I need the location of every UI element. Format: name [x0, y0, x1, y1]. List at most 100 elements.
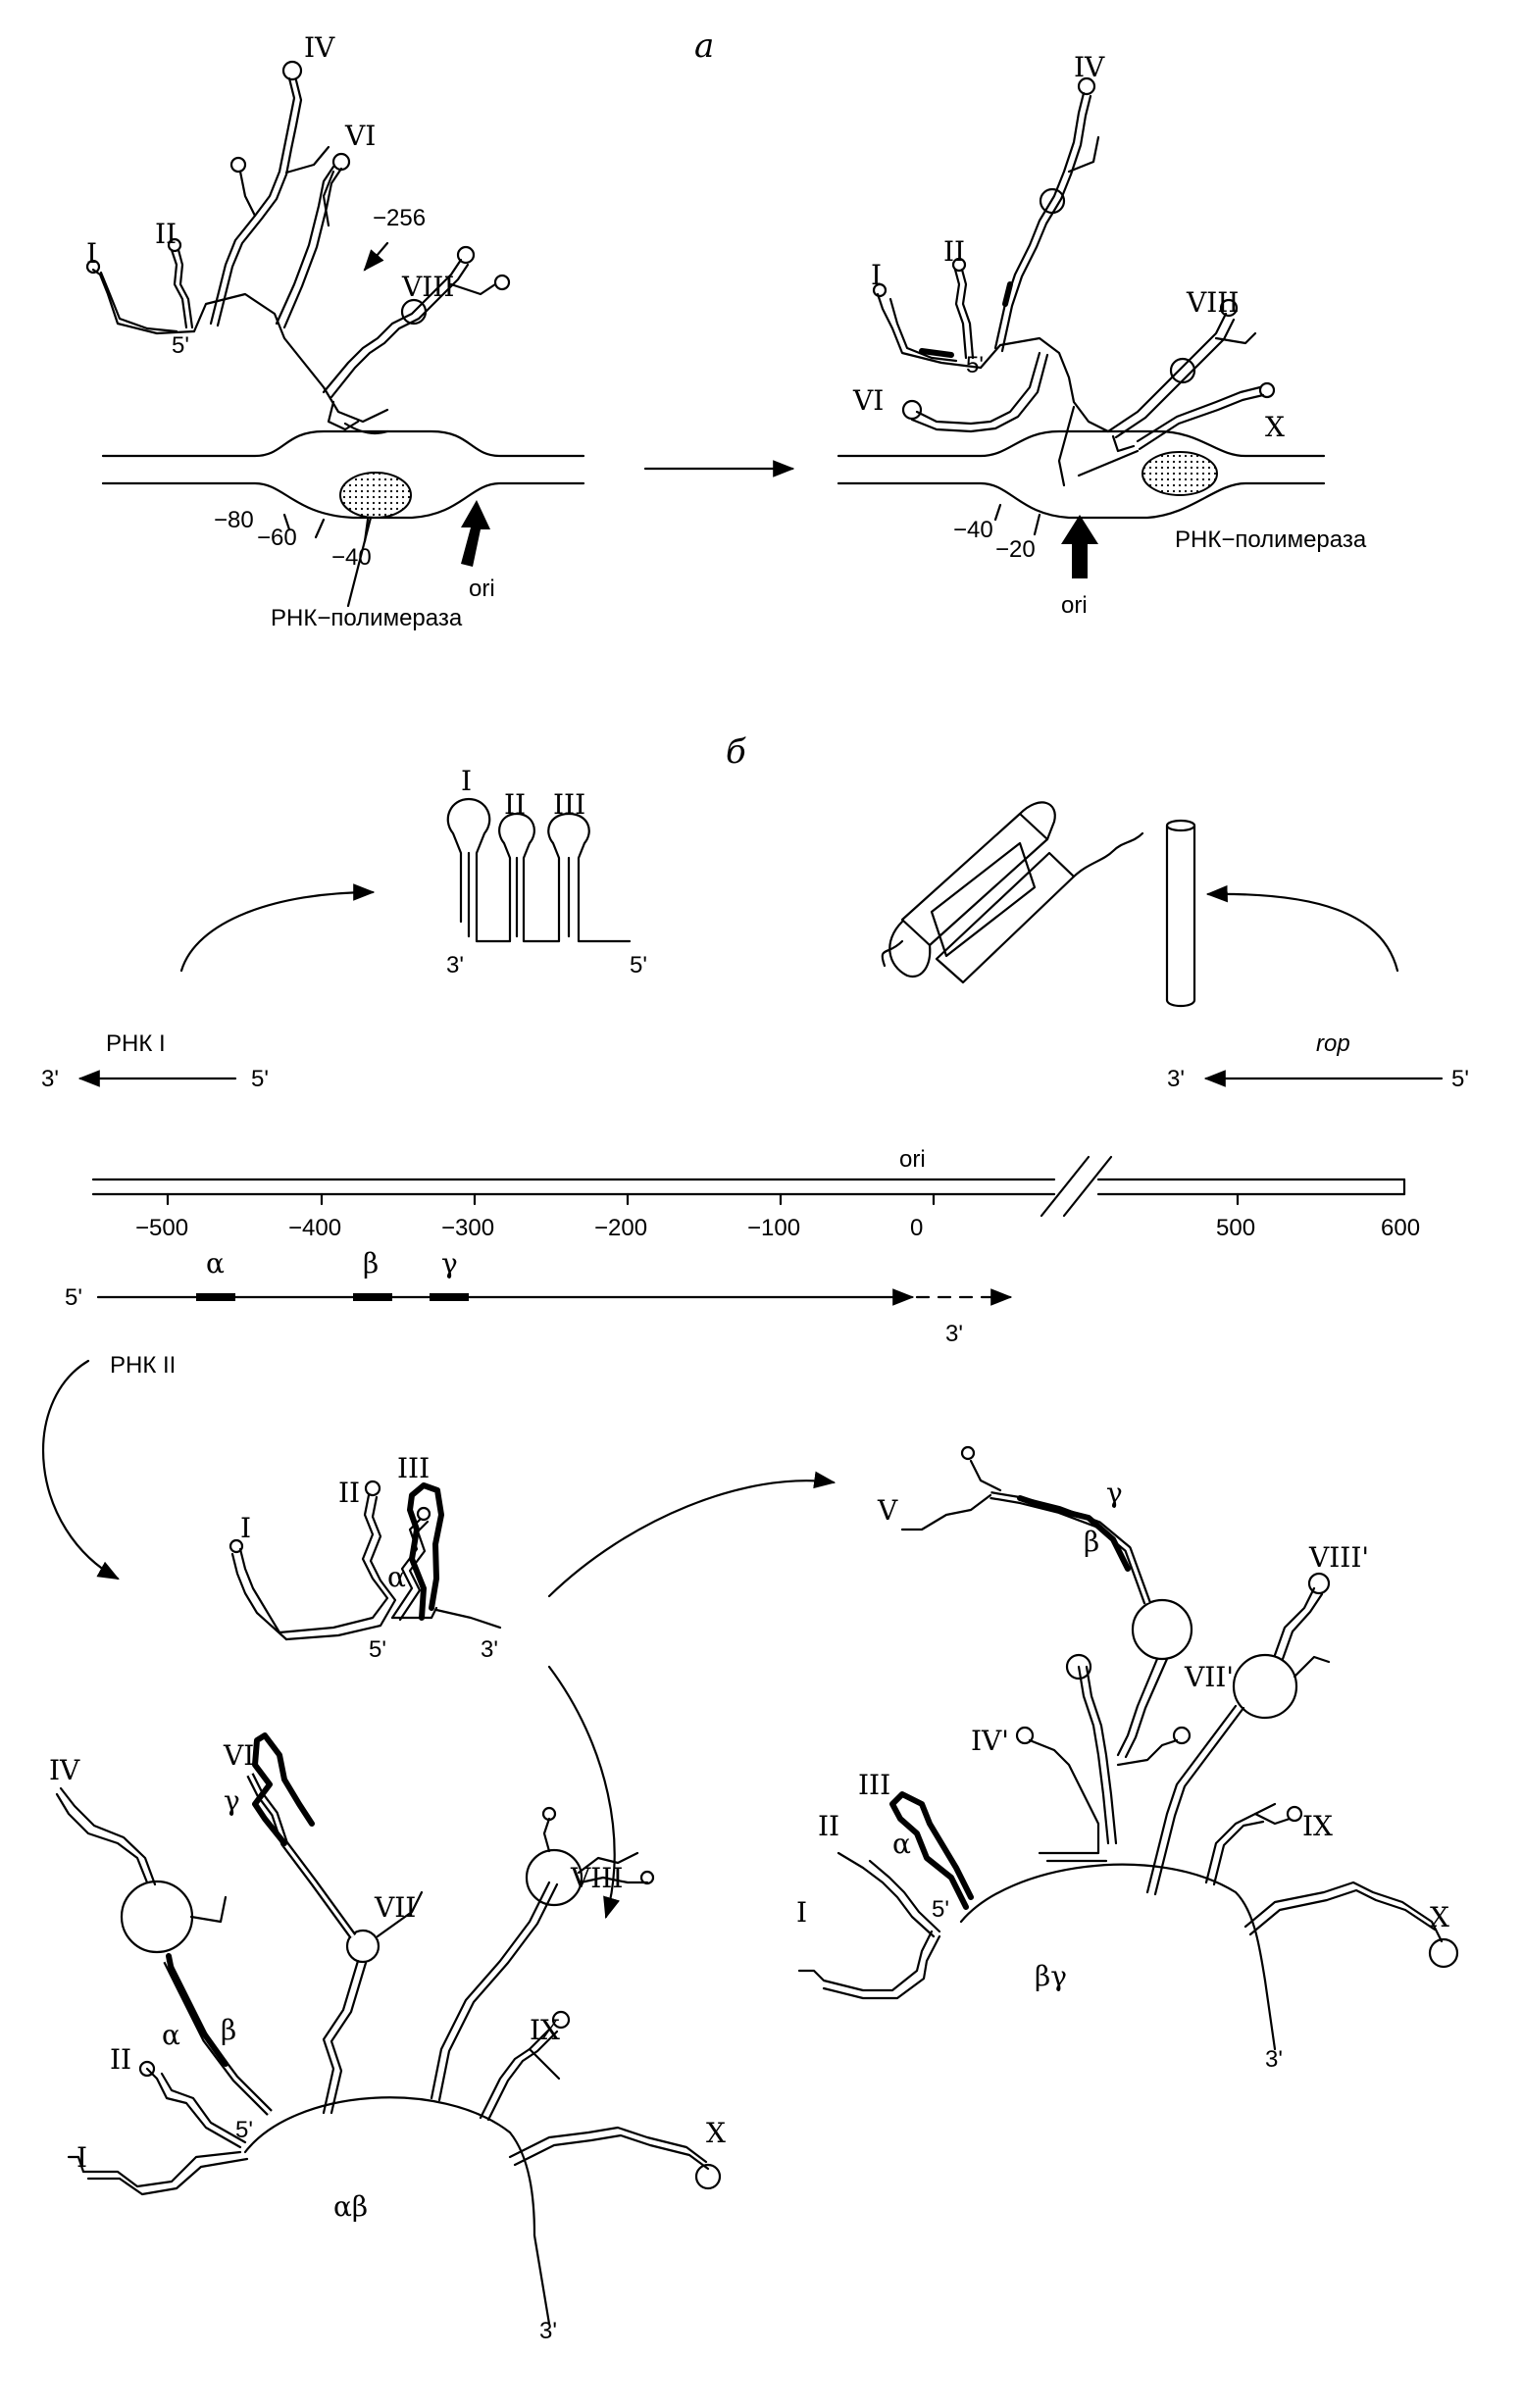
- left-polymerase-leader: [346, 516, 373, 608]
- bg-stem-III: III: [858, 1769, 890, 1801]
- fold-ab: [55, 1732, 722, 2326]
- left-stem-IV: IV: [304, 31, 335, 64]
- panel-a-right: IV I II VIII VI X 5' −40 −20 0 ori РНК−п…: [837, 51, 1367, 619]
- ab-name: αβ: [333, 2190, 368, 2223]
- arrow-to-ab: [547, 1665, 621, 1920]
- panel-a-label: а: [694, 26, 714, 66]
- rna1-stem-II: II: [504, 788, 526, 821]
- right-five-prime: 5': [966, 352, 984, 378]
- ab-gamma: γ: [224, 1784, 240, 1817]
- left-pos-40: −40: [331, 544, 372, 571]
- ab-beta: β: [221, 2014, 236, 2046]
- bg-stem-IX: IX: [1302, 1810, 1333, 1842]
- map-tick-m500: −500: [135, 1215, 188, 1241]
- right-pos-20: −20: [995, 536, 1036, 563]
- bg-3prime: 3': [1265, 2046, 1283, 2073]
- left-site-label: −256: [373, 205, 426, 231]
- map-ori-label: ori: [899, 1146, 926, 1173]
- rna2-beta: β: [363, 1247, 379, 1279]
- right-ori-label: ori: [1061, 592, 1088, 619]
- arrow-to-bg: [547, 1471, 837, 1598]
- bg-stem-X: X: [1430, 1901, 1449, 1933]
- rna1-stem-III: III: [553, 788, 585, 821]
- left-ori-label: ori: [469, 576, 495, 602]
- rna2-alpha: α: [206, 1247, 225, 1279]
- ab-stem-I: I: [76, 2141, 87, 2174]
- rna1-structure-5prime: 5': [630, 952, 647, 978]
- fold-bg: [797, 1445, 1459, 2051]
- rna2-5prime: 5': [65, 1284, 82, 1311]
- rna1-5prime: 5': [251, 1066, 269, 1092]
- dna-duplex-top-strand-right: [837, 429, 1326, 458]
- map-tick-m100: −100: [747, 1215, 800, 1241]
- right-stem-II: II: [943, 235, 965, 268]
- rna-polymerase-blob: [339, 472, 412, 519]
- map-tick-m400: −400: [288, 1215, 341, 1241]
- small-fold-stem-II: II: [338, 1477, 360, 1509]
- rna1-fold-arrow: [179, 883, 376, 973]
- rna2-3prime: 3': [945, 1321, 963, 1347]
- dna-duplex-bottom-strand-right: [837, 481, 1326, 520]
- rna-polymerase-blob-right: [1142, 451, 1218, 496]
- rna-structure-left: [85, 60, 511, 435]
- rop-name: rop: [1316, 1030, 1350, 1057]
- left-five-prime: 5': [172, 332, 189, 359]
- bg-alpha: α: [892, 1828, 911, 1860]
- bg-stem-I: I: [796, 1896, 807, 1929]
- ab-stem-VIII: VIII: [570, 1862, 623, 1894]
- left-polymerase-label: РНК−полимераза: [271, 605, 463, 631]
- left-stem-VI: VI: [344, 120, 376, 152]
- plasmid-map: [91, 1155, 1406, 1218]
- rop-5prime: 5': [1451, 1066, 1469, 1092]
- right-stem-I: I: [871, 259, 882, 291]
- bg-stem-II: II: [818, 1810, 839, 1842]
- rna1-3prime: 3': [41, 1066, 59, 1092]
- left-stem-VIII: VIII: [401, 271, 454, 303]
- rna2-gamma: γ: [441, 1247, 458, 1279]
- ab-5prime: 5': [235, 2117, 253, 2143]
- small-fold-stem-III: III: [397, 1452, 430, 1484]
- map-tick-m200: −200: [594, 1215, 647, 1241]
- ori-arrow-right: [1061, 515, 1098, 578]
- bg-stem-VIII-prime: VIII': [1308, 1541, 1369, 1574]
- rna1-name: РНК I: [106, 1030, 166, 1057]
- ab-stem-X: X: [706, 2117, 726, 2149]
- ab-stem-IX: IX: [530, 2014, 560, 2046]
- right-stem-VIII: VIII: [1186, 286, 1239, 319]
- rna-structure-right: [872, 76, 1276, 487]
- map-tick-m300: −300: [441, 1215, 494, 1241]
- rna1-hairpins: [446, 797, 632, 943]
- rop-arrow: [1205, 884, 1399, 973]
- dna-duplex-top-strand: [101, 429, 585, 458]
- bg-beta: β: [1084, 1526, 1099, 1558]
- map-tick-500: 500: [1216, 1215, 1255, 1241]
- left-pos-60: −60: [257, 525, 297, 551]
- rop-3prime: 3': [1167, 1066, 1185, 1092]
- panel-b-label: б: [726, 732, 746, 772]
- panel-a-left: IV VI −256 I II VIII 5' −80 −60 −40 ori …: [85, 31, 585, 631]
- bg-gamma: γ: [1106, 1477, 1123, 1509]
- ab-3prime: 3': [539, 2318, 557, 2344]
- bg-stem-VII-prime: VII': [1184, 1661, 1234, 1693]
- small-fold-alpha: α: [387, 1561, 406, 1593]
- rna1-structure-3prime: 3': [446, 952, 464, 978]
- rna2-fold-arrow: [41, 1359, 120, 1580]
- small-fold-3prime: 3': [481, 1636, 498, 1663]
- rop-protein: [881, 801, 1196, 1008]
- ori-arrow: [461, 500, 490, 567]
- rna1-stem-I: I: [461, 765, 472, 797]
- small-fold-stem-I: I: [240, 1512, 251, 1544]
- left-stem-I: I: [86, 237, 97, 270]
- bg-name: βγ: [1035, 1960, 1067, 1992]
- ab-stem-II: II: [110, 2043, 131, 2076]
- right-pos-40: −40: [953, 517, 993, 543]
- ab-stem-VII: VII: [374, 1891, 416, 1924]
- right-stem-IV: IV: [1074, 51, 1105, 83]
- right-pos-0: 0: [1073, 540, 1086, 567]
- dna-duplex-bottom-strand: [101, 481, 585, 520]
- map-tick-600: 600: [1381, 1215, 1420, 1241]
- bg-5prime: 5': [932, 1896, 949, 1923]
- bg-stem-V: V: [877, 1494, 898, 1527]
- left-site-arrow: [363, 241, 389, 272]
